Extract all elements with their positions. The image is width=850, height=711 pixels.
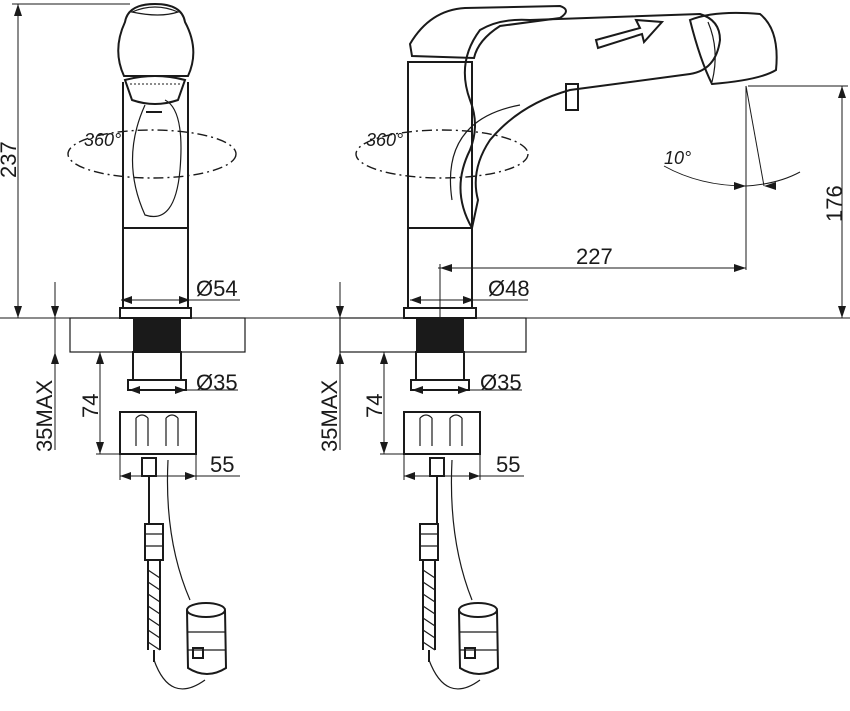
pull-out-spray-head [688, 11, 778, 86]
reach-label: 227 [576, 244, 613, 269]
base-diameter-label-right: Ø48 [488, 276, 530, 301]
lever-handle-right [408, 4, 567, 60]
fixing-nut-left [119, 411, 197, 455]
shank-diameter-label-right: Ø35 [480, 370, 522, 395]
weight-cartridge-left [186, 609, 228, 675]
front-view: 360° 237 Ø54 35MAX Ø35 74 [0, 2, 246, 690]
weight-cartridge-right [458, 609, 500, 675]
spout-right [459, 12, 722, 231]
rotation-ellipse-left [67, 129, 237, 179]
spray-angle-arc [663, 165, 801, 187]
aerator-left [123, 75, 187, 105]
braided-hose-left [147, 560, 161, 650]
base-ring-left [119, 307, 192, 319]
rotation-label-right: 360° [366, 130, 403, 150]
cable-left [166, 459, 191, 601]
nut-width-label-left: 55 [210, 452, 234, 477]
rotation-ellipse-right [355, 129, 529, 179]
spray-angle-label: 10° [664, 148, 691, 168]
hose-connector-right [429, 457, 445, 477]
lever-handle-left [117, 2, 195, 77]
height-total-label: 237 [0, 141, 21, 178]
body-base-left [122, 227, 189, 309]
shank-left [132, 351, 182, 381]
nut-width-label-right: 55 [496, 452, 520, 477]
pull-direction-arrow [594, 18, 665, 50]
hose-nut-left [144, 523, 164, 561]
base-diameter-label-left: Ø54 [196, 276, 238, 301]
mounting-hole-right [416, 318, 464, 352]
cable-right [450, 459, 473, 601]
mounting-hole-left [133, 318, 181, 352]
rotation-label-left: 360° [84, 130, 121, 150]
spray-hose-ring [565, 83, 579, 111]
side-view: 360° 10° 176 227 Ø48 35MAX [0, 4, 850, 690]
spout-height-label: 176 [822, 185, 847, 222]
shank-right [415, 351, 465, 381]
hose-nut-right [419, 523, 439, 561]
thickness-label-right: 35MAX [317, 380, 342, 452]
fixing-nut-right [403, 411, 481, 455]
hose-connector-left [141, 457, 157, 477]
shank-length-label-right: 74 [362, 394, 387, 418]
shank-diameter-label-left: Ø35 [196, 370, 238, 395]
thickness-label-left: 35MAX [32, 380, 57, 452]
braided-hose-right [422, 560, 436, 650]
shank-length-label-left: 74 [78, 394, 103, 418]
